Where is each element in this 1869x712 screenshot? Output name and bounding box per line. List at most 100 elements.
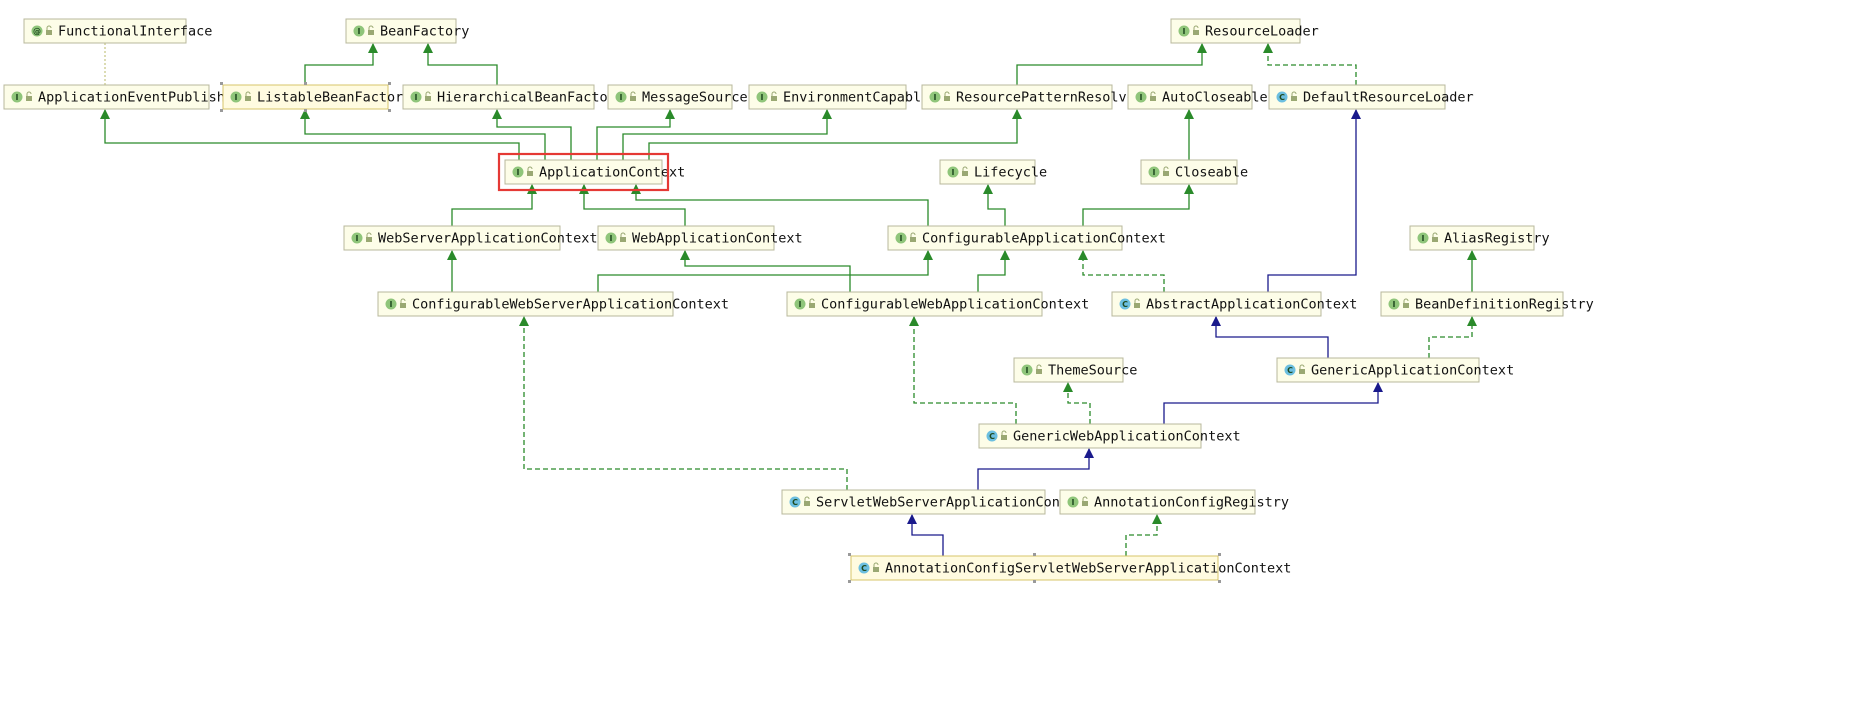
node-box [1380, 291, 1564, 317]
edge-application-context-to-message-source [596, 109, 675, 160]
public-visibility-icon [804, 496, 810, 506]
svg-text:C: C [861, 564, 867, 573]
interface-badge-icon: I [895, 232, 907, 244]
svg-text:C: C [792, 498, 798, 507]
node-environment-capable[interactable]: I EnvironmentCapable [748, 84, 929, 110]
selection-handle[interactable] [1033, 553, 1036, 556]
node-label: GenericWebApplicationContext [1013, 429, 1241, 445]
edge-configurable-web-server-application-context-to-configurable-application-context [597, 250, 933, 292]
selection-handle[interactable] [1218, 553, 1221, 556]
edge-servlet-web-server-application-context-to-configurable-web-server-application-context [519, 316, 848, 490]
node-box [1127, 84, 1253, 110]
node-label: Closeable [1175, 165, 1248, 181]
selection-handle[interactable] [388, 82, 391, 85]
edge-generic-application-context-to-bean-definition-registry [1428, 316, 1477, 358]
selection-handle[interactable] [388, 109, 391, 112]
edge-abstract-application-context-to-default-resource-loader [1267, 109, 1361, 292]
selection-handle[interactable] [304, 82, 307, 85]
overlay-layer [220, 82, 1221, 583]
edge-application-context-to-environment-capable [622, 109, 832, 160]
selection-handle[interactable] [220, 82, 223, 85]
public-visibility-icon [771, 91, 777, 101]
node-box [978, 423, 1202, 449]
svg-text:I: I [358, 27, 361, 36]
public-visibility-icon [873, 562, 879, 572]
interface-badge-icon: I [410, 91, 422, 103]
node-lifecycle[interactable]: I Lifecycle [939, 159, 1047, 185]
node-label: BeanDefinitionRegistry [1415, 297, 1594, 313]
public-visibility-icon [1001, 430, 1007, 440]
svg-text:I: I [934, 93, 937, 102]
interface-badge-icon: I [385, 298, 397, 310]
selection-handle[interactable] [220, 109, 223, 112]
node-functional-interface[interactable]: @FunctionalInterface [23, 18, 212, 44]
svg-text:I: I [799, 300, 802, 309]
node-label: BeanFactory [380, 24, 469, 40]
node-box [343, 225, 561, 251]
interface-badge-icon: I [1178, 25, 1190, 37]
public-visibility-icon [1432, 232, 1438, 242]
interface-badge-icon: I [1148, 166, 1160, 178]
svg-text:I: I [952, 168, 955, 177]
interface-badge-icon: I [1388, 298, 1400, 310]
public-visibility-icon [1291, 91, 1297, 101]
node-label: EnvironmentCapable [783, 90, 929, 106]
edges-layer [100, 43, 1477, 556]
node-box [607, 84, 733, 110]
selection-handle[interactable] [848, 580, 851, 583]
node-closeable[interactable]: I Closeable [1140, 159, 1248, 185]
svg-text:I: I [761, 93, 764, 102]
node-box [786, 291, 1043, 317]
selection-handle[interactable] [1218, 580, 1221, 583]
node-box [402, 84, 595, 110]
public-visibility-icon [944, 91, 950, 101]
public-visibility-icon [1150, 91, 1156, 101]
interface-badge-icon: I [756, 91, 768, 103]
public-visibility-icon [1163, 166, 1169, 176]
selection-handle[interactable] [1033, 580, 1036, 583]
edge-web-server-application-context-to-application-context [451, 184, 537, 226]
public-visibility-icon [1036, 364, 1042, 374]
node-bean-factory[interactable]: I BeanFactory [345, 18, 469, 44]
edge-listable-bean-factory-to-bean-factory [304, 43, 378, 85]
selection-handle[interactable] [848, 553, 851, 556]
node-bean-definition-registry[interactable]: I BeanDefinitionRegistry [1380, 291, 1594, 317]
class-badge-icon: C [1119, 298, 1131, 310]
interface-badge-icon: I [11, 91, 23, 103]
node-label: ThemeSource [1048, 363, 1137, 379]
svg-text:I: I [1183, 27, 1186, 36]
public-visibility-icon [1134, 298, 1140, 308]
public-visibility-icon [46, 25, 52, 35]
edge-web-application-context-to-application-context [579, 184, 686, 226]
interface-badge-icon: I [351, 232, 363, 244]
node-label: ListableBeanFactory [257, 90, 411, 106]
interface-badge-icon: I [615, 91, 627, 103]
svg-text:I: I [390, 300, 393, 309]
node-label: Lifecycle [974, 165, 1047, 181]
edge-generic-web-application-context-to-theme-source [1063, 382, 1091, 424]
selection-handle[interactable] [304, 109, 307, 112]
